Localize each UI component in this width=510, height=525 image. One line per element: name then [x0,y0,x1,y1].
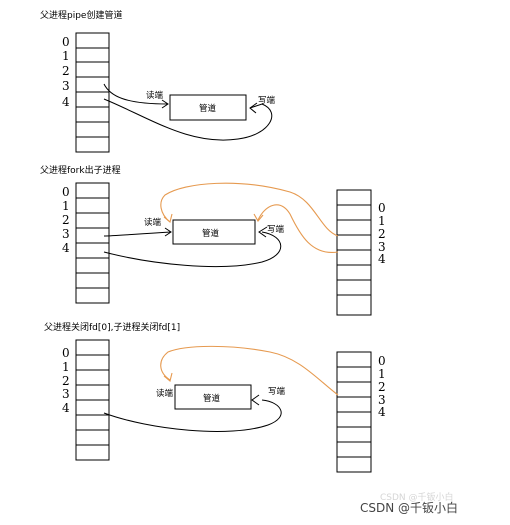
write-end-label: 写端 [258,95,276,106]
arrowhead [249,102,258,114]
parent-fd-table [75,182,110,304]
panel-3: 父进程关闭fd[0],子进程关闭fd[1] 0 1 2 3 4 0 1 [44,321,386,473]
read-end-label: 读端 [156,388,174,399]
fd-label: 2 [378,227,386,241]
arrowhead [258,226,268,238]
watermark-faint: CSDN @千钣小白 [380,491,454,503]
pipe-box [172,219,256,245]
fd-label: 3 [62,387,70,401]
pipe-label: 管道 [199,103,217,114]
fd-label: 1 [62,199,70,213]
pipe-label: 管道 [202,228,220,239]
pipe-box [174,384,252,410]
write-end-label: 写端 [268,386,286,397]
child-read-curve [160,182,339,237]
fd-label: 4 [62,95,70,109]
fd-label: 0 [62,185,70,199]
fd-label: 4 [378,405,386,419]
fd-label: 2 [378,380,386,394]
fd-label: 2 [62,64,70,78]
arrowhead [253,213,264,222]
arrowhead [251,394,260,406]
fd-label: 0 [378,354,386,368]
parent-fd-table [75,339,110,461]
panel-title: 父进程fork出子进程 [40,164,121,176]
fd-label: 3 [62,79,70,93]
child-read-curve [160,345,339,396]
fd-label: 1 [62,49,70,63]
write-end-arrow [103,399,282,432]
watermark: CSDN @千钣小白 [360,500,458,515]
pipe-box [169,94,247,121]
fd-label: 0 [62,35,70,49]
arrowhead [164,227,172,237]
fd-label: 3 [378,240,386,254]
parent-fd-table [75,32,110,153]
fd-label: 0 [378,201,386,215]
panel-title: 父进程pipe创建管道 [40,9,122,21]
fd-label: 3 [378,393,386,407]
fd-label: 1 [378,214,386,228]
panel-1: 父进程pipe创建管道 0 1 2 3 4 管道 读端 写端 [40,9,276,153]
child-fd-table [336,189,372,316]
fd-label: 2 [62,374,70,388]
panel-title: 父进程关闭fd[0],子进程关闭fd[1] [44,321,180,333]
write-end-arrow [103,231,282,268]
fd-label: 0 [62,346,70,360]
arrowhead [161,99,169,109]
arrowhead [163,213,173,223]
fd-label: 3 [62,227,70,241]
panel-2: 父进程fork出子进程 0 1 2 3 4 0 1 2 3 [40,164,386,316]
fd-label: 1 [62,360,70,374]
fd-label: 1 [378,367,386,381]
fd-label: 4 [62,241,70,255]
read-end-label: 读端 [144,217,162,228]
fd-label: 4 [62,401,70,415]
fd-label: 4 [378,252,386,266]
read-end-arrow [103,83,169,105]
read-end-arrow [103,231,172,237]
child-write-curve [257,204,339,253]
fd-label: 2 [62,213,70,227]
read-end-label: 读端 [146,90,164,101]
pipe-label: 管道 [203,393,221,404]
write-end-arrow [103,98,273,141]
child-fd-table [336,351,372,473]
write-end-label: 写端 [267,224,285,235]
arrowhead [163,372,173,382]
